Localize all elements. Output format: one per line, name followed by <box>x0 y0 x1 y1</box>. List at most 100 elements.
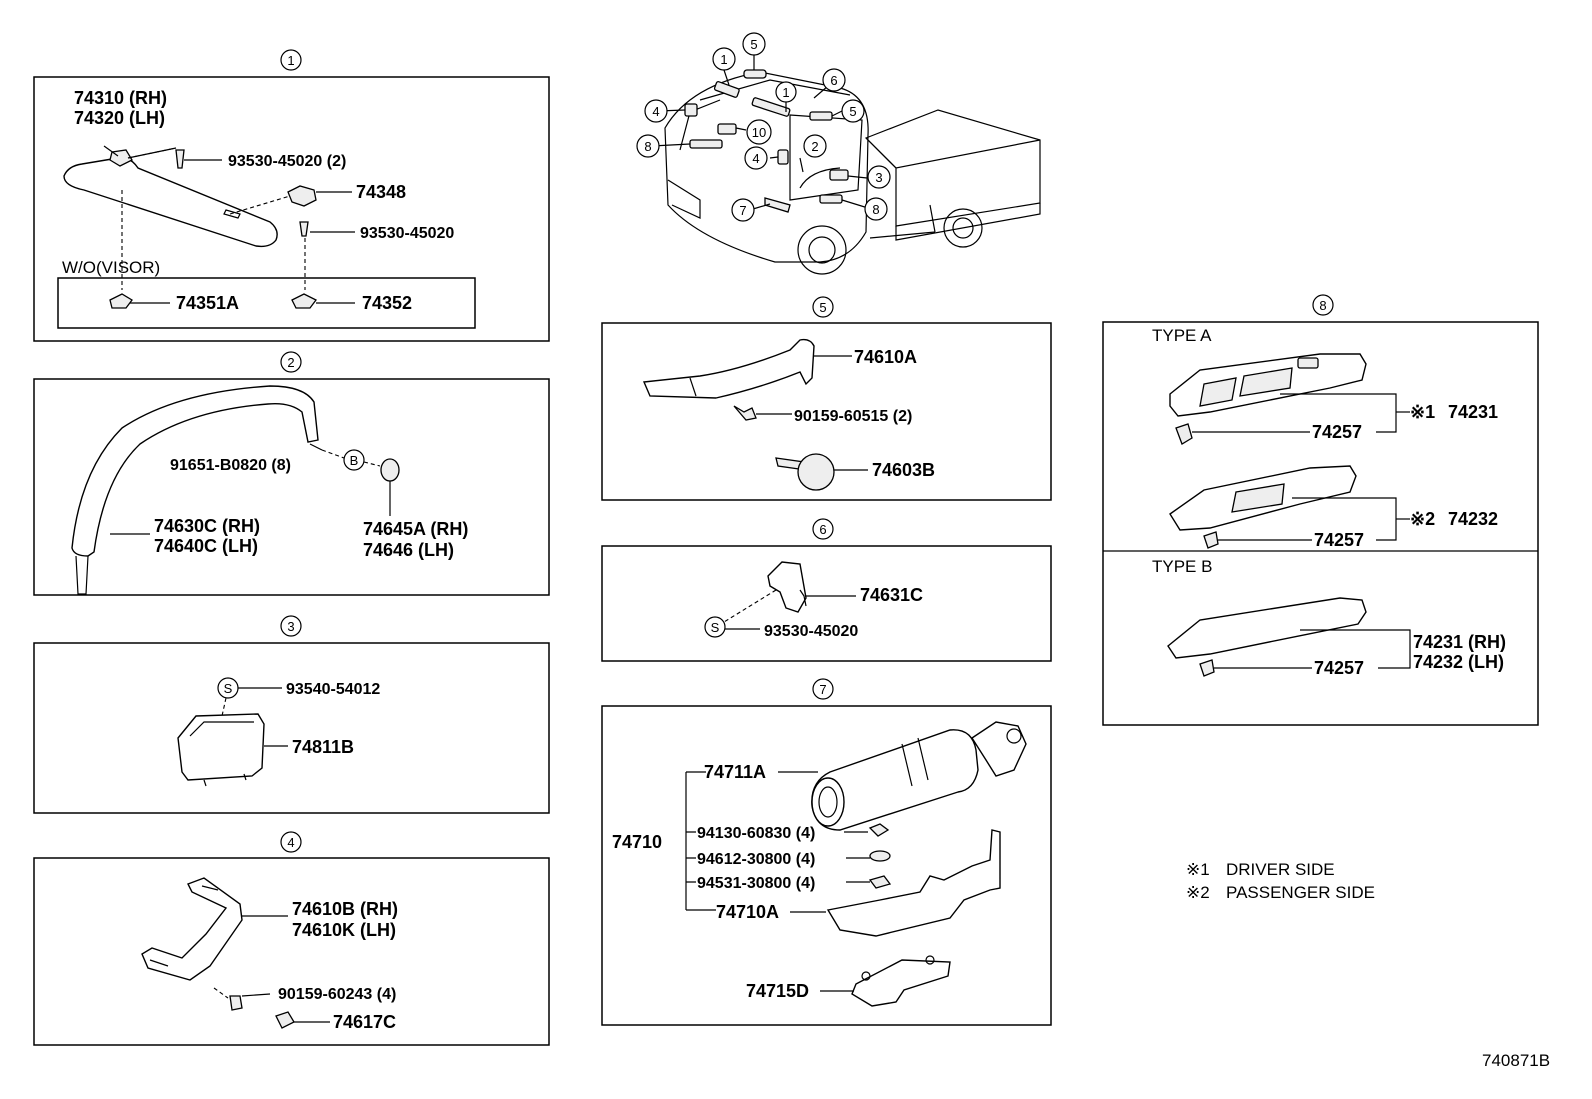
label-94130-60830-4: 94130-60830 (4) <box>697 825 815 842</box>
truck-callout: 8 <box>872 202 879 217</box>
screw-marker: S <box>711 620 720 635</box>
label-74320-lh: 74320 (LH) <box>74 108 165 128</box>
section-box <box>33 378 550 596</box>
section-number: 1 <box>287 53 294 68</box>
label-type-a: TYPE A <box>1152 326 1212 345</box>
truck-callout: 8 <box>644 139 651 154</box>
label-74715d: 74715D <box>746 981 809 1001</box>
notes: ※1 DRIVER SIDE ※2 PASSENGER SIDE <box>1186 860 1375 902</box>
sun-visor <box>63 157 278 248</box>
section-box <box>33 857 550 1046</box>
label-74711a: 74711A <box>704 762 766 782</box>
label-74257: 74257 <box>1314 530 1364 550</box>
section-number: 6 <box>819 522 826 537</box>
label-74232-lh: 74232 (LH) <box>1413 652 1504 672</box>
section-2: 2 B 91651-B0820 (8) 74630C (RH) 74640C (… <box>33 351 550 596</box>
label-74351a: 74351A <box>176 293 239 313</box>
truck-callout: 2 <box>811 139 818 154</box>
diagram-id: 740871B <box>1482 1051 1550 1070</box>
truck-callout: 3 <box>875 170 882 185</box>
note-mark-1: ※1 <box>1186 860 1210 879</box>
bracket <box>826 829 1001 937</box>
label-74645a-rh: 74645A (RH) <box>363 519 468 539</box>
section-number: 7 <box>819 682 826 697</box>
visor-holder <box>287 185 317 207</box>
section-box <box>601 705 1052 1026</box>
label-74646-lh: 74646 (LH) <box>363 540 454 560</box>
label-74231: 74231 <box>1448 402 1498 422</box>
note-passenger-side: PASSENGER SIDE <box>1226 883 1375 902</box>
section-4: 4 74610B (RH) 74610K (LH) 90159-60243 (4… <box>33 831 550 1046</box>
assist-handle <box>71 385 319 557</box>
truck-overview: 1 5 6 4 1 5 8 10 4 2 3 7 8 <box>636 32 1041 275</box>
mark-passenger: ※2 <box>1410 509 1435 529</box>
section-7: 7 74710 74711A 94130-60830 (4) 94612-308… <box>601 678 1052 1026</box>
label-74640c-lh: 74640C (LH) <box>154 536 258 556</box>
label-74231-rh: 74231 (RH) <box>1413 632 1506 652</box>
truck-callout: 4 <box>752 151 759 166</box>
label-94612-30800-4: 94612-30800 (4) <box>697 851 815 868</box>
truck-callout: 7 <box>739 203 746 218</box>
label-74310-rh: 74310 (RH) <box>74 88 167 108</box>
section-number: 2 <box>287 355 294 370</box>
switch-base-type-b <box>1167 597 1367 659</box>
section-box <box>33 76 550 342</box>
label-90159-60243-4: 90159-60243 (4) <box>278 986 396 1003</box>
label-74631c: 74631C <box>860 585 923 605</box>
label-type-b: TYPE B <box>1152 557 1212 576</box>
truck-callout: 1 <box>720 52 727 67</box>
label-74257: 74257 <box>1312 422 1362 442</box>
grip-handle <box>141 877 243 981</box>
section-number: 8 <box>1319 298 1326 313</box>
grip-5 <box>642 338 815 399</box>
label-93530-45020: 93530-45020 <box>764 623 858 640</box>
label-74603b: 74603B <box>872 460 935 480</box>
label-74610b-rh: 74610B (RH) <box>292 899 398 919</box>
label-74348: 74348 <box>356 182 406 202</box>
plate <box>851 959 951 1007</box>
section-6: 6 S 74631C 93530-45020 <box>601 518 1052 662</box>
label-74710: 74710 <box>612 832 662 852</box>
label-74630c-rh: 74630C (RH) <box>154 516 260 536</box>
label-74232: 74232 <box>1448 509 1498 529</box>
label-94531-30800-4: 94531-30800 (4) <box>697 875 815 892</box>
label-91651-b0820-8: 91651-B0820 (8) <box>170 457 291 474</box>
label-74352: 74352 <box>362 293 412 313</box>
note-driver-side: DRIVER SIDE <box>1226 860 1335 879</box>
truck-callout: 5 <box>750 37 757 52</box>
pocket-box <box>177 713 265 781</box>
mark-driver: ※1 <box>1410 402 1435 422</box>
truck-callout: 6 <box>830 73 837 88</box>
label-74610k-lh: 74610K (LH) <box>292 920 396 940</box>
grip-cap <box>275 1011 295 1029</box>
section-1: 1 74310 (RH) 74320 (LH) 93530-45020 (2) … <box>33 49 550 342</box>
screw-marker: S <box>224 681 233 696</box>
label-74710a: 74710A <box>716 902 779 922</box>
section-box <box>601 545 1052 662</box>
switch-clip <box>1175 423 1193 445</box>
section-box <box>1102 321 1539 726</box>
note-mark-2: ※2 <box>1186 883 1210 902</box>
section-box <box>601 322 1052 501</box>
bolt-marker: B <box>350 453 359 468</box>
handle-cap <box>380 458 400 482</box>
truck-callout: 4 <box>652 104 659 119</box>
truck-callout: 5 <box>849 104 856 119</box>
label-74257: 74257 <box>1314 658 1364 678</box>
label-93530-45020-2: 93530-45020 (2) <box>228 153 346 170</box>
section-8: 8 TYPE A TYPE B ※1 74231 74257 ※2 74232 … <box>1102 294 1539 726</box>
label-93530-45020: 93530-45020 <box>360 225 454 242</box>
section-number: 3 <box>287 619 294 634</box>
truck-callout: 10 <box>752 125 766 140</box>
truck-callout: 1 <box>782 85 789 100</box>
label-74811b: 74811B <box>292 737 354 757</box>
section-5: 5 74610A 90159-60515 (2) 74603B <box>601 296 1052 501</box>
section-box <box>33 642 550 814</box>
label-wo-visor: W/O(VISOR) <box>62 258 160 277</box>
section-number: 5 <box>819 300 826 315</box>
label-93540-54012: 93540-54012 <box>286 681 380 698</box>
section-number: 4 <box>287 835 294 850</box>
label-74617c: 74617C <box>333 1012 396 1032</box>
label-90159-60515-2: 90159-60515 (2) <box>794 408 912 425</box>
